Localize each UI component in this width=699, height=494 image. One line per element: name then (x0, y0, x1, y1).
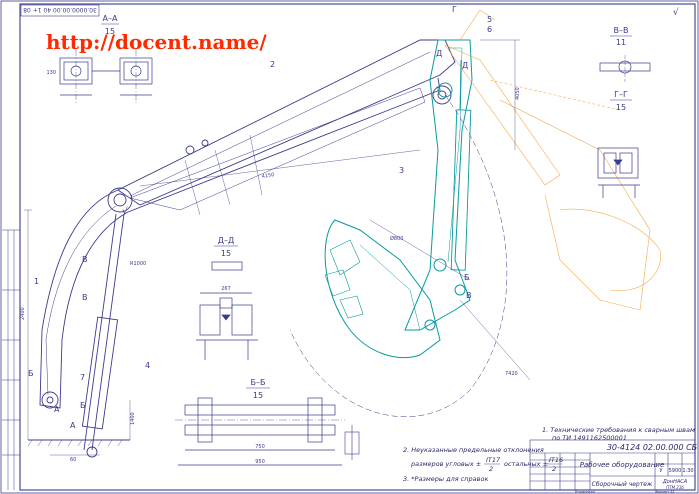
section-aa-label: А–А (103, 14, 118, 23)
roughness-mark: √ (122, 206, 128, 217)
ghost-arm-position (444, 9, 661, 311)
balloon-4: 4 (145, 361, 150, 370)
balloon-1: 1 (34, 277, 39, 286)
bucket (324, 219, 441, 358)
balloon-5: 5 (487, 15, 492, 24)
balloon-3: 3 (399, 166, 404, 175)
note-2-den1: 2 (489, 465, 493, 473)
section-aa-scale: 15 (105, 27, 115, 36)
cut-mark-v2: В (82, 293, 88, 302)
section-bb-dim1: 750 (255, 444, 265, 450)
title-mass: 5900 (669, 468, 682, 474)
title-group: ПТМ 21б (666, 485, 684, 490)
title-doc-type: Сборочный чертеж (592, 481, 653, 488)
cut-mark-d2: Д (462, 61, 468, 70)
section-dd-label: Д–Д (218, 236, 235, 245)
rotated-stamp: 30.0000.00.00 40 1+ 08 (20, 4, 100, 17)
title-scale: 1:30 (682, 468, 693, 474)
cut-mark-a: А (70, 421, 76, 430)
section-vv-scale: 11 (616, 38, 626, 47)
cut-mark-g: Г (452, 5, 457, 14)
note-2a: 2. Неуказанные предельные отклонения (403, 446, 544, 454)
cut-mark-b3: Б (464, 273, 470, 282)
section-bb-dim2: 950 (255, 459, 265, 465)
dim-radius: R1000 (130, 261, 146, 267)
technical-notes: 1. Технические требования к сварным швам… (403, 426, 695, 483)
title-lit: У (659, 468, 662, 474)
cut-mark-b2: Б (80, 401, 86, 410)
title-name: Рабочее оборудование (580, 461, 665, 469)
section-vv: В–В 11 (599, 26, 651, 82)
arm-stick (404, 39, 473, 331)
cut-mark-v3: В (466, 291, 472, 300)
cut-marks: В В Б Б А А Г Д Д Б В (28, 5, 472, 430)
note-2-den2: 2 (552, 465, 556, 473)
sheet-inner-frame (19, 3, 696, 491)
section-dd-dim: 267 (221, 286, 231, 292)
dim-arm-height: 4050 (515, 87, 521, 100)
section-bb-scale: 15 (253, 391, 263, 400)
dimension-lines (24, 39, 531, 456)
balloon-7: 7 (80, 373, 85, 382)
section-gg-label: Г–Г (614, 90, 628, 99)
section-aa: А–А 15 130 (46, 14, 153, 105)
cut-mark-a2: А (54, 405, 60, 414)
title-block (529, 439, 696, 491)
note-2c: остальных ± (504, 460, 548, 468)
note-2b: размеров угловых ± (410, 460, 481, 468)
note-1b: по ТИ 1491162500001 (552, 434, 627, 442)
detail-mark-bb (344, 425, 360, 460)
title-org: ДонНАСА (662, 479, 688, 485)
section-vv-label: В–В (614, 26, 629, 35)
section-dd: Д–Д 15 267 (196, 236, 258, 360)
cut-mark-v: В (82, 255, 88, 264)
dim-stick-length: 4150 (261, 172, 275, 180)
title-doc-code: 30-4124 02.00.000 СБ (607, 443, 698, 452)
balloon-6: 6 (487, 25, 492, 34)
section-gg: Г–Г 15 (597, 90, 640, 198)
section-dd-scale: 15 (221, 249, 231, 258)
roughness-mark-top: √ (673, 7, 679, 18)
note-1a: 1. Технические требования к сварным швам (542, 426, 695, 434)
dim-cyl: 1400 (130, 412, 136, 425)
watermark-url: http://docent.name/ (46, 30, 267, 54)
dig-range-arc (289, 94, 508, 418)
section-bb: Б–Б 15 750 950 (175, 378, 345, 466)
balloon-2: 2 (270, 60, 275, 69)
boom-cylinder (81, 213, 125, 458)
ground-hatching (27, 439, 123, 447)
section-gg-scale: 15 (616, 103, 626, 112)
note-2-it17: IT17 (486, 456, 501, 464)
note-3: 3. *Размеры для справок (403, 475, 488, 483)
footer-copy: Копировал (575, 490, 595, 494)
cut-mark-d: Д (436, 49, 442, 58)
cut-mark-b: Б (28, 369, 34, 378)
bucket-cylinder (450, 59, 472, 271)
section-bb-label: Б–Б (251, 378, 266, 387)
dim-bucket-dia: Ø800 (390, 235, 403, 242)
left-margin-strip (2, 229, 20, 490)
item-balloons: 1 2 3 4 5 6 7 (34, 15, 492, 382)
rotated-stamp-text: 30.0000.00.00 40 1+ 08 (23, 6, 97, 13)
dim-base: 60 (70, 457, 76, 463)
boom (39, 39, 456, 409)
dim-boom-height: 2400 (20, 307, 26, 320)
footer-format: Формат А1 (655, 490, 675, 494)
dim-range-radius: 7420 (505, 371, 518, 377)
section-aa-dim: 130 (46, 70, 56, 76)
